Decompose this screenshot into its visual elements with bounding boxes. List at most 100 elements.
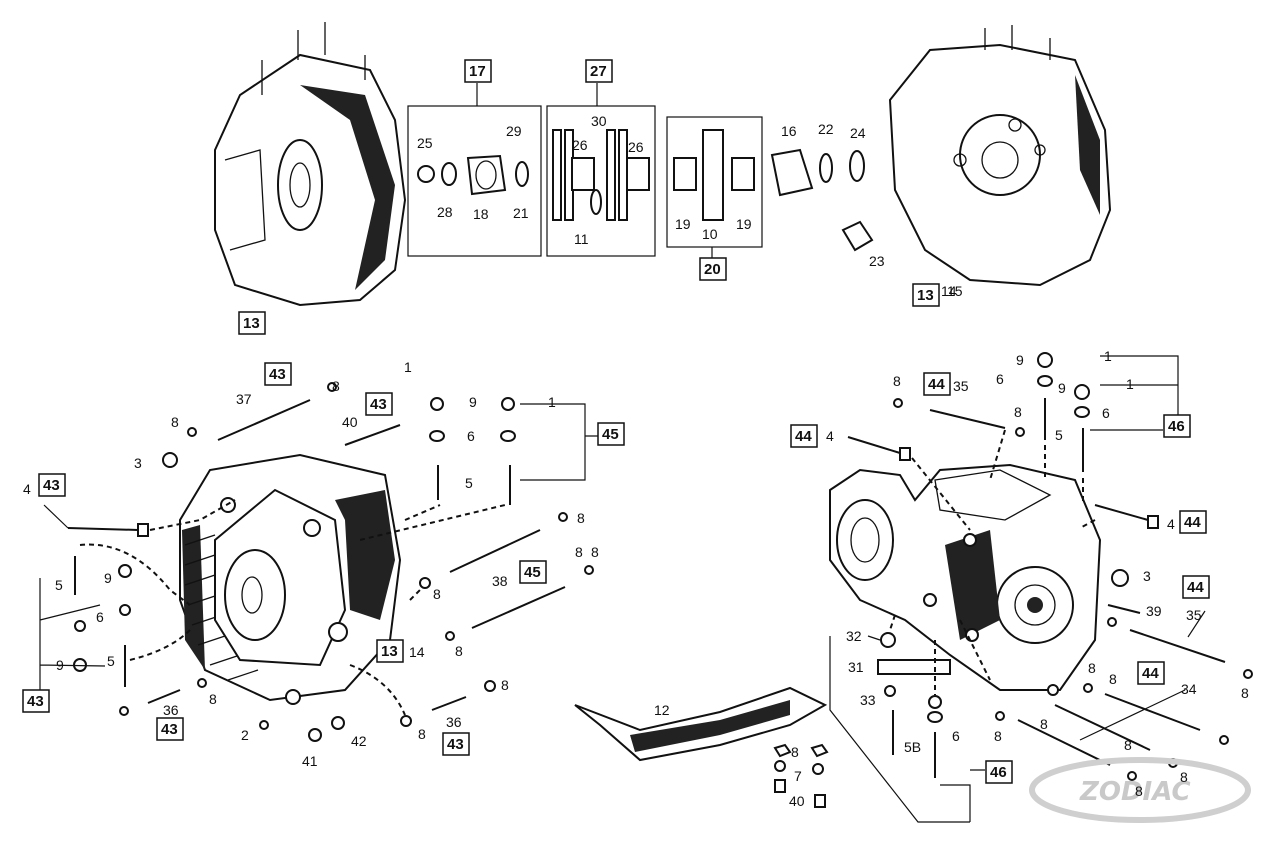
callout-label: 8	[1124, 737, 1132, 753]
callout-label: 42	[351, 733, 367, 749]
callout-label: 5	[107, 653, 115, 669]
callout-label: 8	[1241, 685, 1249, 701]
callout-label: 14	[409, 644, 425, 660]
crankcase-left-assembly	[179, 453, 402, 705]
callout-box-label: 43	[370, 396, 387, 413]
callout-label: 36	[163, 702, 179, 718]
callout-label: 12	[654, 702, 670, 718]
callout-label: 8	[418, 726, 426, 742]
callout-box-label: 46	[1168, 418, 1185, 435]
callout-label: 9	[469, 394, 477, 410]
callout-label: 8	[791, 744, 799, 760]
bearing-group-17	[407, 83, 542, 257]
callout-label: 5	[1055, 427, 1063, 443]
callout-label: 1	[1104, 348, 1112, 364]
callout-box	[912, 283, 940, 307]
callout-label: 8	[1088, 660, 1096, 676]
callout-label: 25	[417, 135, 433, 151]
callout-label: 8	[455, 643, 463, 659]
callout-label: 24	[850, 125, 866, 141]
callout-label: 6	[96, 609, 104, 625]
callout-label: 8	[893, 373, 901, 389]
callout-label: 14	[941, 283, 957, 299]
callout-label: 11	[574, 231, 589, 247]
callout-label: 8	[1040, 716, 1048, 732]
callout-box	[464, 59, 492, 83]
callout-label: 8	[1135, 783, 1143, 799]
callout-box-label: 43	[269, 366, 286, 383]
callout-label: 3	[1143, 568, 1151, 584]
callout-label: 18	[473, 206, 489, 222]
right-fasteners	[847, 352, 1253, 781]
callout-label: 29	[506, 123, 522, 139]
callout-box-label: 13	[243, 315, 260, 332]
callout-label: 36	[446, 714, 462, 730]
callout-box	[790, 424, 818, 448]
callout-box-label: 44	[795, 428, 812, 445]
callout-box	[699, 257, 727, 281]
callout-label: 19	[736, 216, 752, 232]
callout-label: 2	[241, 727, 249, 743]
callout-label: 35	[953, 378, 969, 394]
callout-label: 8	[209, 691, 217, 707]
callout-box-label: 44	[1187, 579, 1204, 596]
callout-box	[1182, 575, 1210, 599]
callout-box-label: 44	[928, 376, 945, 393]
crankcase-right-assembly	[829, 463, 1102, 691]
callout-label: 6	[1102, 405, 1110, 421]
callout-box-label: 45	[524, 564, 541, 581]
callout-label: 31	[848, 659, 864, 675]
left-fasteners	[67, 382, 594, 742]
callout-box-label: 13	[381, 643, 398, 660]
callout-box	[1163, 414, 1191, 438]
callout-box-label: 17	[469, 63, 486, 80]
callout-label: 40	[342, 414, 358, 430]
callout-label: 8	[433, 586, 441, 602]
callout-box-label: 13	[917, 287, 934, 304]
callout-box	[376, 639, 404, 663]
top-loose-parts	[770, 148, 874, 252]
callout-label: 34	[1181, 681, 1197, 697]
callout-label: 8	[332, 378, 340, 394]
callout-label: 19	[675, 216, 691, 232]
callout-label: 16	[781, 123, 797, 139]
callout-box-label: 43	[27, 693, 44, 710]
callout-label: 8	[501, 677, 509, 693]
callout-label: 9	[1058, 380, 1066, 396]
callout-label: 37	[236, 391, 252, 407]
callout-label: 3	[134, 455, 142, 471]
callout-label: 23	[869, 253, 885, 269]
callout-label: 5	[55, 577, 63, 593]
callout-label: 22	[818, 121, 834, 137]
callout-box-label: 43	[43, 477, 60, 494]
callout-label: 10	[702, 226, 718, 242]
callout-label: 4	[23, 481, 31, 497]
callout-label: 8	[591, 544, 599, 560]
callout-label: 30	[591, 113, 607, 129]
callout-box-label: 46	[990, 764, 1007, 781]
callout-box-label: 27	[590, 63, 607, 80]
callout-box	[365, 392, 393, 416]
callout-box	[264, 362, 292, 386]
callout-box	[597, 422, 625, 446]
callout-label: 1	[548, 394, 556, 410]
callout-label: 4	[1167, 516, 1175, 532]
svg-text:ZODIAC: ZODIAC	[1079, 777, 1191, 807]
callout-label: 5	[465, 475, 473, 491]
crankcase-left-half-top	[214, 22, 407, 307]
callout-label: 35	[1186, 607, 1202, 623]
callout-label: 8	[1109, 671, 1117, 687]
callout-box-label: 44	[1184, 514, 1201, 531]
callout-box	[38, 473, 66, 497]
callout-box	[156, 717, 184, 741]
callout-label: 6	[996, 371, 1004, 387]
callout-label: 39	[1146, 603, 1162, 619]
callout-box	[442, 732, 470, 756]
callout-label: 26	[628, 139, 644, 155]
callout-box	[985, 760, 1013, 784]
callout-box	[585, 59, 613, 83]
callout-box	[1179, 510, 1207, 534]
callout-label: 40	[789, 793, 805, 809]
